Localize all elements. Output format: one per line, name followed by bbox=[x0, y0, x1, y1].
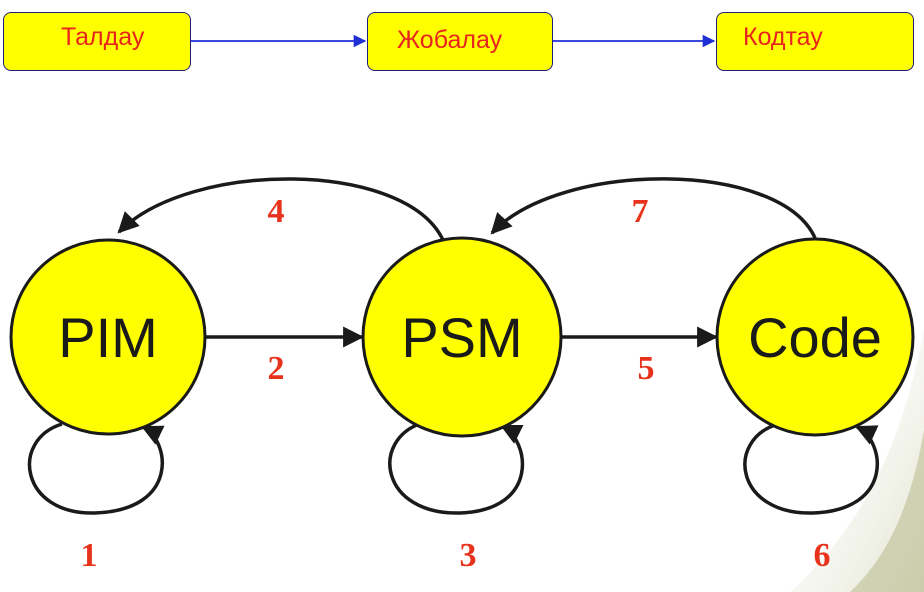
node-label-code: Code bbox=[748, 306, 882, 369]
arrow-psm-to-pim bbox=[117, 177, 445, 241]
loop-psm bbox=[388, 421, 525, 515]
node-label-pim: PIM bbox=[58, 306, 158, 369]
arrow-code-to-psm bbox=[490, 177, 817, 239]
loop-code bbox=[743, 422, 880, 515]
node-pim bbox=[9, 238, 207, 436]
stage-label-design: Жобалау bbox=[397, 26, 503, 54]
edge-label-psm-to-pim: 4 bbox=[268, 193, 285, 230]
edge-label-pim-self: 1 bbox=[81, 537, 98, 574]
edge-label-psm-to-code: 5 bbox=[638, 350, 655, 387]
edge-label-pim-to-psm: 2 bbox=[268, 350, 285, 387]
stage-box-coding: Кодтау bbox=[716, 12, 914, 71]
loop-pim bbox=[27, 422, 165, 515]
stage-box-analysis: Талдау bbox=[3, 12, 191, 71]
node-code bbox=[715, 237, 915, 437]
stage-box-design: Жобалау bbox=[367, 12, 553, 71]
edge-label-code-self: 6 bbox=[814, 537, 831, 574]
node-psm bbox=[361, 236, 563, 438]
stage-label-analysis: Талдау bbox=[61, 23, 145, 51]
edge-label-code-to-psm: 7 bbox=[632, 193, 649, 230]
stage-label-coding: Кодтау bbox=[743, 23, 823, 51]
node-label-psm: PSM bbox=[401, 306, 522, 369]
edge-label-psm-self: 3 bbox=[460, 537, 477, 574]
